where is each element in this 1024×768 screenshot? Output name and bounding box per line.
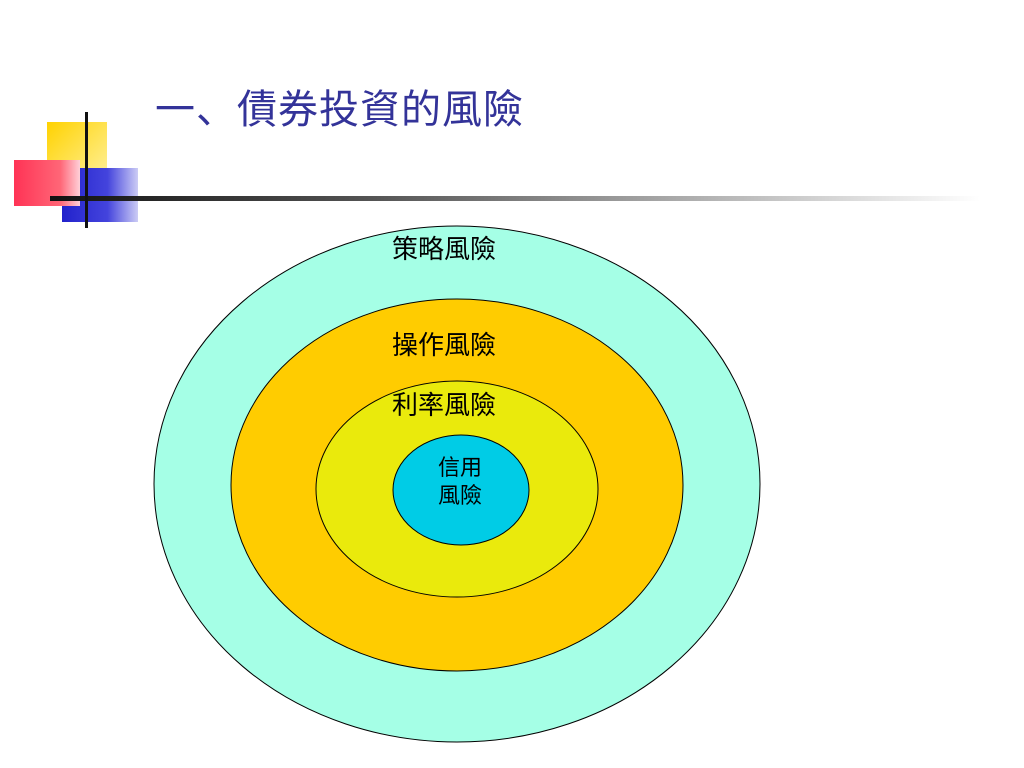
interest-rate-risk-label: 利率風險	[392, 391, 497, 421]
title-rule	[50, 196, 980, 201]
credit-risk-ring	[392, 434, 530, 546]
credit-risk-label-line1: 信用	[437, 456, 482, 481]
credit-risk-label-line2: 風險	[437, 484, 482, 509]
operation-risk-label: 操作風險	[392, 331, 497, 361]
strategy-risk-label: 策略風險	[392, 235, 497, 265]
deco-vertical-line	[85, 112, 88, 228]
page-title: 一、債券投資的風險	[155, 87, 524, 133]
title-decoration	[14, 112, 980, 228]
credit-risk-label: 信用 風險	[410, 455, 510, 511]
